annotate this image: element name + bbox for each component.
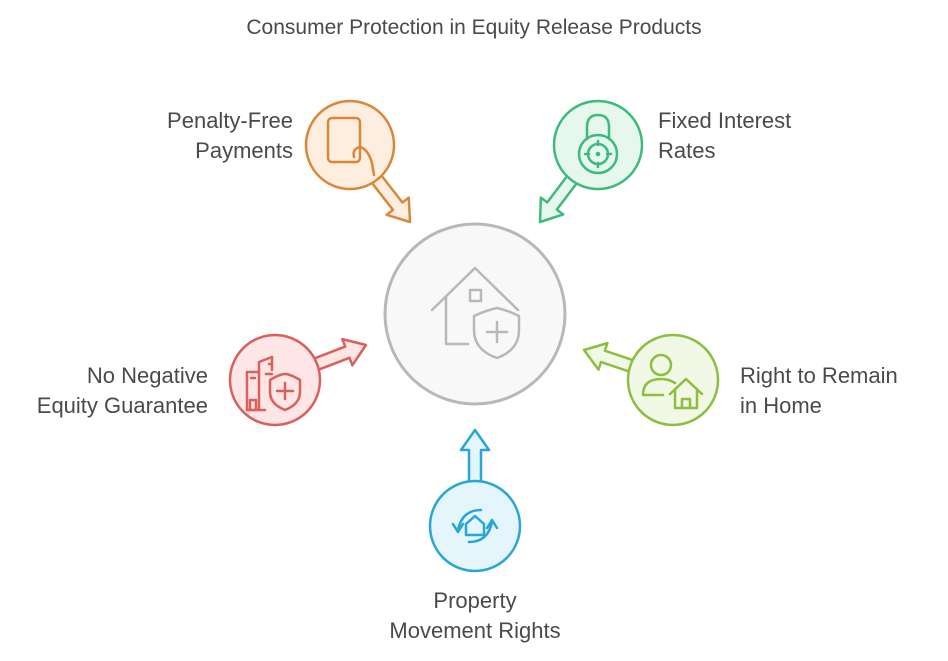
label-line: Property [433,588,517,613]
label-line: Fixed Interest [658,108,792,133]
circle-property-movement [428,479,522,573]
label-right-to-remain: Right to Remain in Home [740,361,898,421]
label-property-movement: Property Movement Rights [325,586,625,646]
label-line: Movement Rights [389,618,561,643]
house-cycle-icon [451,508,499,544]
label-line: Rates [658,138,716,163]
label-line: in Home [740,393,822,418]
label-line: Payments [195,138,293,163]
diagram-title: Consumer Protection in Equity Release Pr… [246,16,702,39]
label-line: Right to Remain [740,363,898,388]
label-no-negative-equity: No Negative Equity Guarantee [37,361,208,421]
buildings-shield-icon [245,355,302,412]
circle-penalty-free [304,99,396,191]
label-line: No Negative [86,363,208,388]
hand-document-icon [326,116,376,177]
label-fixed-interest-rates: Fixed Interest Rates [658,106,791,166]
label-line: Penalty-Free [167,108,293,133]
center-circle [383,222,567,406]
circle-right-to-remain [626,333,720,427]
label-line: Equity Guarantee [36,393,208,418]
person-house-icon [641,353,704,410]
padlock-target-icon [577,113,619,175]
house-shield-icon [430,266,521,360]
circle-no-negative-equity [228,333,322,427]
label-penalty-free-payments: Penalty-Free Payments [167,106,293,166]
